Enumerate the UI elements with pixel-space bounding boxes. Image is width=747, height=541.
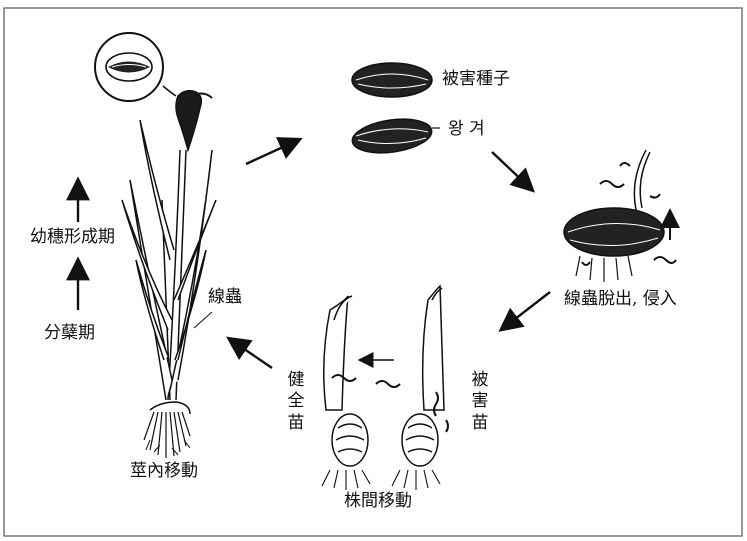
nematode-pointer — [194, 312, 212, 328]
nematode-label: 線蟲 — [208, 288, 242, 308]
panicle-stage-label: 幼穗形成期 — [30, 228, 115, 248]
stem-movement-label: 莖內移動 — [130, 462, 198, 482]
germinating-seed — [564, 150, 676, 282]
nematode-exit-label: 線蟲脫出, 侵入 — [564, 290, 677, 310]
healthy-seedling-label: 健 全 苗 — [286, 370, 306, 434]
infected-seed-label: 被害種子 — [442, 70, 510, 90]
damaged-seedling-label: 被 害 苗 — [470, 370, 490, 434]
cycle-arrows — [234, 142, 550, 368]
rice-plant — [122, 91, 216, 458]
plant-movement-label: 株間移動 — [344, 492, 412, 512]
husk-label: 왕 겨 — [448, 120, 485, 140]
seedlings — [322, 286, 448, 490]
infected-seeds — [350, 63, 440, 157]
tillering-stage-label: 分蘖期 — [44, 324, 95, 344]
magnified-seed-circle — [95, 33, 176, 101]
